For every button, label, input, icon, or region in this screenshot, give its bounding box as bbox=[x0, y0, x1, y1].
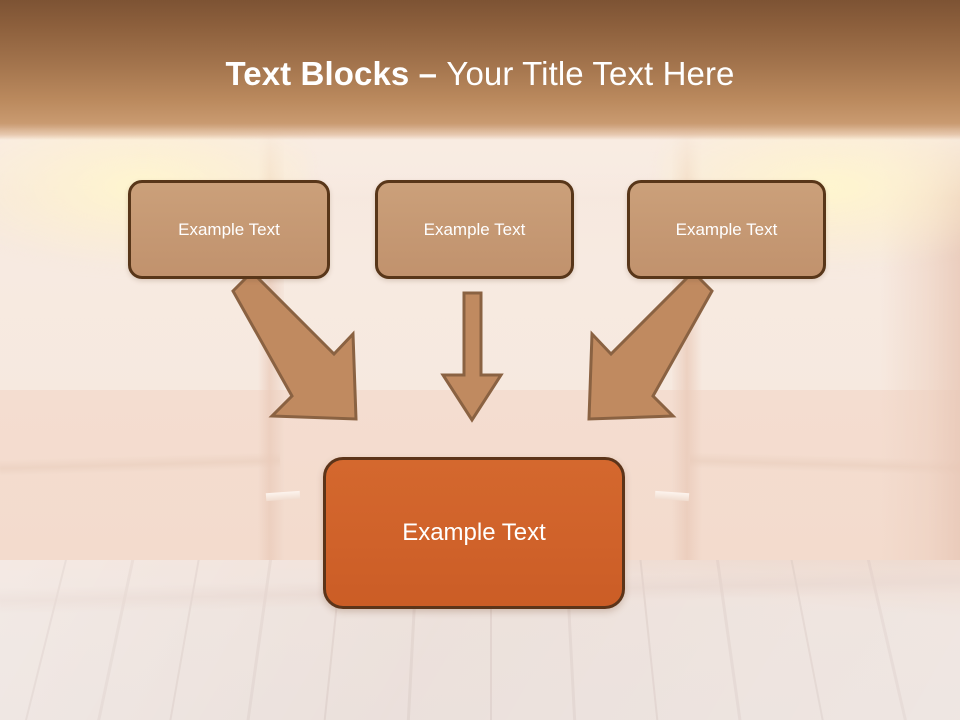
page-title: Text Blocks – Your Title Text Here bbox=[0, 52, 960, 96]
floor-plank-line bbox=[490, 560, 492, 720]
top-text-block-2[interactable]: Example Text bbox=[375, 180, 574, 279]
top-text-block-3[interactable]: Example Text bbox=[627, 180, 826, 279]
title-banner: Text Blocks – Your Title Text Here bbox=[0, 0, 960, 140]
page-title-bold: Text Blocks bbox=[225, 55, 410, 92]
top-text-block-1[interactable]: Example Text bbox=[128, 180, 330, 279]
top-text-block-3-label: Example Text bbox=[675, 219, 778, 239]
page-title-rest: Your Title Text Here bbox=[446, 55, 735, 92]
bottom-result-block-label: Example Text bbox=[402, 519, 546, 546]
bottom-result-block[interactable]: Example Text bbox=[323, 457, 625, 609]
top-text-block-1-label: Example Text bbox=[178, 219, 280, 239]
page-title-separator: – bbox=[409, 55, 447, 92]
wood-floor bbox=[0, 560, 960, 720]
top-text-block-2-label: Example Text bbox=[423, 219, 526, 239]
